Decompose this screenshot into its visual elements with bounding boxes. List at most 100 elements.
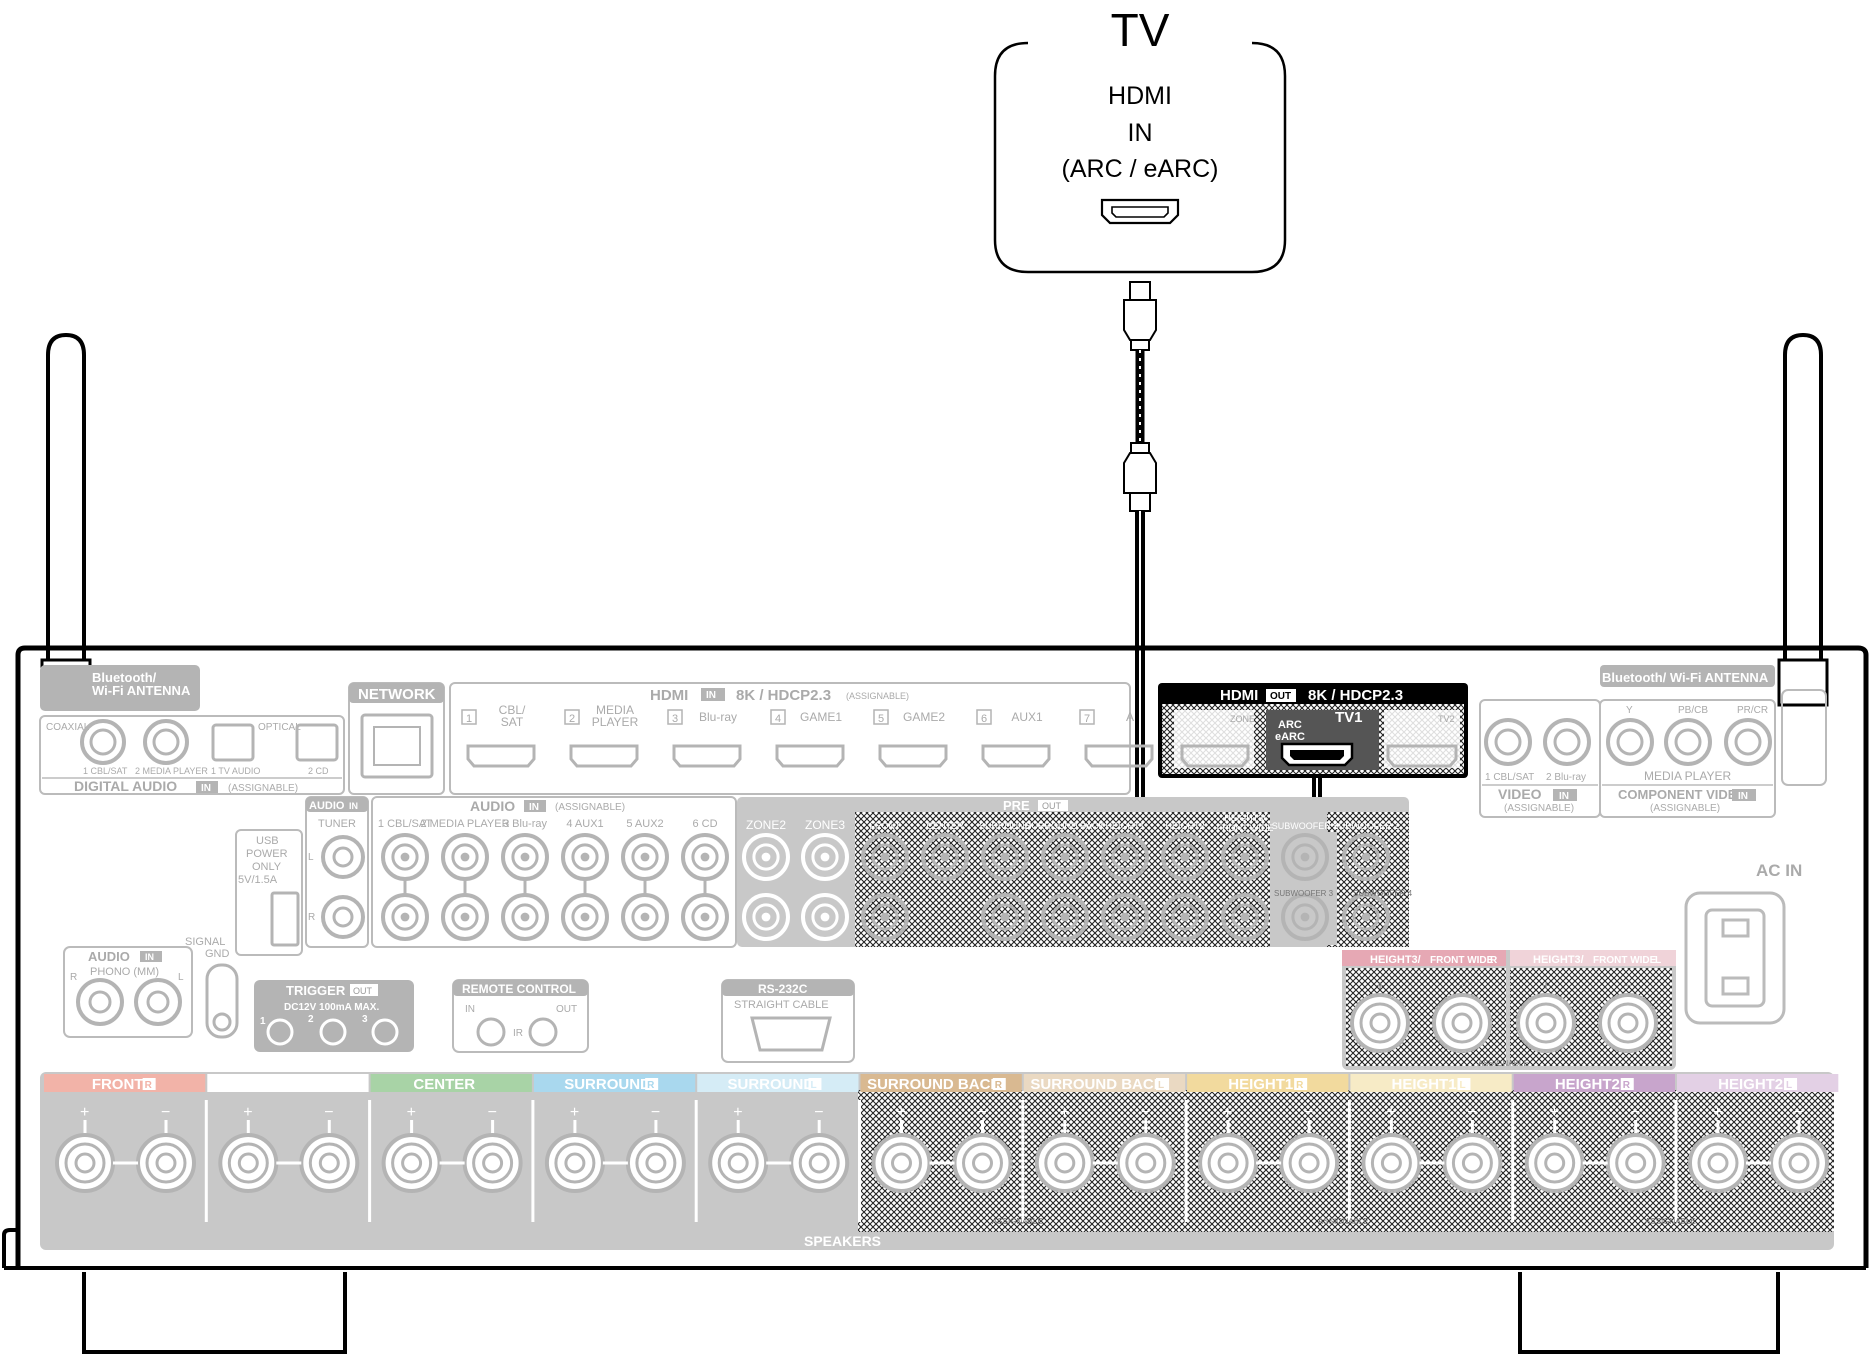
pre-out-jack-label: ZONE2 — [746, 818, 786, 832]
svg-text:−: − — [1624, 977, 1632, 993]
pre-out-jack-label: HEIGHT2 — [1165, 821, 1204, 831]
panel-signal-gnd: SIGNAL GND — [185, 936, 239, 1039]
hdmi-in-port-4: 4 GAME1 — [770, 709, 845, 768]
svg-text:(ASSIGNABLE): (ASSIGNABLE) — [1650, 803, 1720, 814]
svg-text:R: R — [308, 912, 315, 923]
height3-terminal: + — [1516, 977, 1576, 1053]
svg-text:+: + — [1376, 977, 1384, 993]
svg-text:+: + — [243, 1104, 252, 1121]
pre-out-jack: HEIGHT2 — [1161, 821, 1209, 941]
speaker-group-side: L — [1158, 1080, 1164, 1091]
svg-text:PB/CB: PB/CB — [1678, 705, 1708, 716]
pre-out-jack: SURROUND BACK — [1025, 821, 1105, 941]
svg-text:−: − — [978, 1104, 987, 1121]
svg-text:DIGITAL AUDIO: DIGITAL AUDIO — [74, 778, 177, 794]
pre-out-jack-label: SUBWOOFER 2 — [1333, 821, 1400, 831]
speaker-group-name: HEIGHT2 — [1718, 1076, 1783, 1093]
audio-in-jack-label: 5 AUX2 — [626, 818, 663, 830]
svg-text:PR/CR: PR/CR — [1737, 705, 1768, 716]
speaker-group-name: SURROUND — [564, 1076, 651, 1093]
svg-text:HDMI: HDMI — [650, 687, 688, 704]
svg-text:−: − — [1141, 1104, 1150, 1121]
pre-out-jack-label: HEIGHT3/ — [1224, 813, 1266, 823]
svg-text:3: 3 — [362, 1014, 368, 1025]
svg-text:RS-232C: RS-232C — [758, 982, 808, 996]
svg-text:−: − — [1458, 977, 1466, 993]
svg-text:L: L — [308, 852, 314, 863]
svg-text:STRAIGHT CABLE: STRAIGHT CABLE — [734, 999, 829, 1011]
svg-text:OUT: OUT — [556, 1004, 577, 1015]
svg-text:+: + — [1386, 1104, 1395, 1121]
pre-out-jack: SUBWOOFER 1 — [1272, 821, 1338, 945]
hdmi-out-tv1-port — [1280, 742, 1354, 767]
audio-in-jack-label: 4 AUX1 — [566, 818, 603, 830]
speaker-group-side: R — [145, 1080, 153, 1091]
svg-text:IN: IN — [145, 952, 154, 962]
panel-remote-control: REMOTE CONTROL IN OUT IR — [452, 979, 589, 1053]
svg-text:VIDEO: VIDEO — [1498, 786, 1542, 802]
svg-text:SIGNAL: SIGNAL — [185, 936, 225, 948]
svg-text:2 Blu-ray: 2 Blu-ray — [1546, 772, 1586, 783]
svg-text:(ASSIGNABLE): (ASSIGNABLE) — [846, 691, 909, 701]
height3-front-wide-terminals: + − + − — [1350, 977, 1658, 1053]
pre-out-jack-label: SURROUND BACK — [1025, 821, 1104, 831]
audio-in-jack-label: 3 Blu-ray — [503, 818, 548, 830]
hdmi-out-title: HDMI — [1220, 687, 1258, 704]
svg-text:IN: IN — [1738, 791, 1748, 802]
svg-text:IR: IR — [513, 1028, 523, 1039]
svg-text:1 CBL/SAT: 1 CBL/SAT — [1485, 772, 1534, 783]
panel-phono: AUDIO IN PHONO (MM) R L — [63, 946, 193, 1038]
svg-text:MEDIA PLAYER: MEDIA PLAYER — [1644, 769, 1731, 783]
svg-text:USB: USB — [256, 835, 279, 847]
svg-text:ZONE: ZONE — [1230, 714, 1255, 724]
svg-text:ONLY: ONLY — [252, 861, 282, 873]
speaker-group-name: HEIGHT2 — [1555, 1076, 1620, 1093]
svg-text:TUNER: TUNER — [318, 818, 356, 830]
panel-usb: USB POWER ONLY 5V/1.5A — [235, 829, 303, 956]
hdmi-in-port-num: 2 — [569, 713, 575, 725]
speaker-group: CENTER+− — [368, 1074, 532, 1222]
svg-text:2 CD: 2 CD — [308, 766, 329, 776]
hdmi-in-port-name: GAME1 — [800, 710, 842, 724]
panel-audio-in-tuner: AUDIO IN TUNER L R — [305, 796, 369, 948]
pre-out-jack-label: SURROUND — [979, 821, 1032, 831]
speaker-group-name: HEIGHT1 — [1392, 1076, 1457, 1093]
svg-text:−: − — [1467, 1104, 1476, 1121]
pre-out-jack-label: ZONE3 — [805, 818, 845, 832]
pre-out-jack: HEIGHT1 — [1101, 821, 1149, 941]
hdmi-in-port-name: AUX1 — [1011, 710, 1043, 724]
pre-out-jack: FRONT — [861, 821, 909, 941]
height3-terminal: − — [1432, 977, 1492, 1053]
svg-text:AUDIO: AUDIO — [470, 798, 515, 814]
svg-text:+: + — [570, 1104, 579, 1121]
svg-text:FRONT WIDE: FRONT WIDE — [1593, 955, 1657, 966]
audio-in-jack: 5 AUX2 — [621, 818, 669, 941]
hdmi-in-port-name: MEDIA — [596, 703, 634, 717]
hdmi-in-port-name: PLAYER — [592, 715, 639, 729]
svg-text:8K / HDCP2.3: 8K / HDCP2.3 — [736, 687, 831, 704]
hdmi-in-port-num: 4 — [775, 713, 781, 725]
tv-port-label-in: IN — [1128, 119, 1153, 147]
svg-text:AC IN: AC IN — [1756, 861, 1802, 880]
speaker-group-name: SURROUND BACK — [1030, 1076, 1164, 1093]
panel-network: NETWORK — [348, 682, 445, 795]
svg-text:(ASSIGNABLE): (ASSIGNABLE) — [555, 802, 625, 813]
speaker-group-side: R — [995, 1080, 1003, 1091]
svg-text:+: + — [1713, 1104, 1722, 1121]
svg-text:TRIGGER: TRIGGER — [286, 983, 346, 998]
cable-tip-top — [1129, 281, 1151, 301]
foot-left — [82, 1272, 347, 1354]
audio-in-jack-label: 6 CD — [692, 818, 717, 830]
svg-text:−: − — [161, 1104, 170, 1121]
svg-text:REMOTE CONTROL: REMOTE CONTROL — [462, 982, 576, 996]
